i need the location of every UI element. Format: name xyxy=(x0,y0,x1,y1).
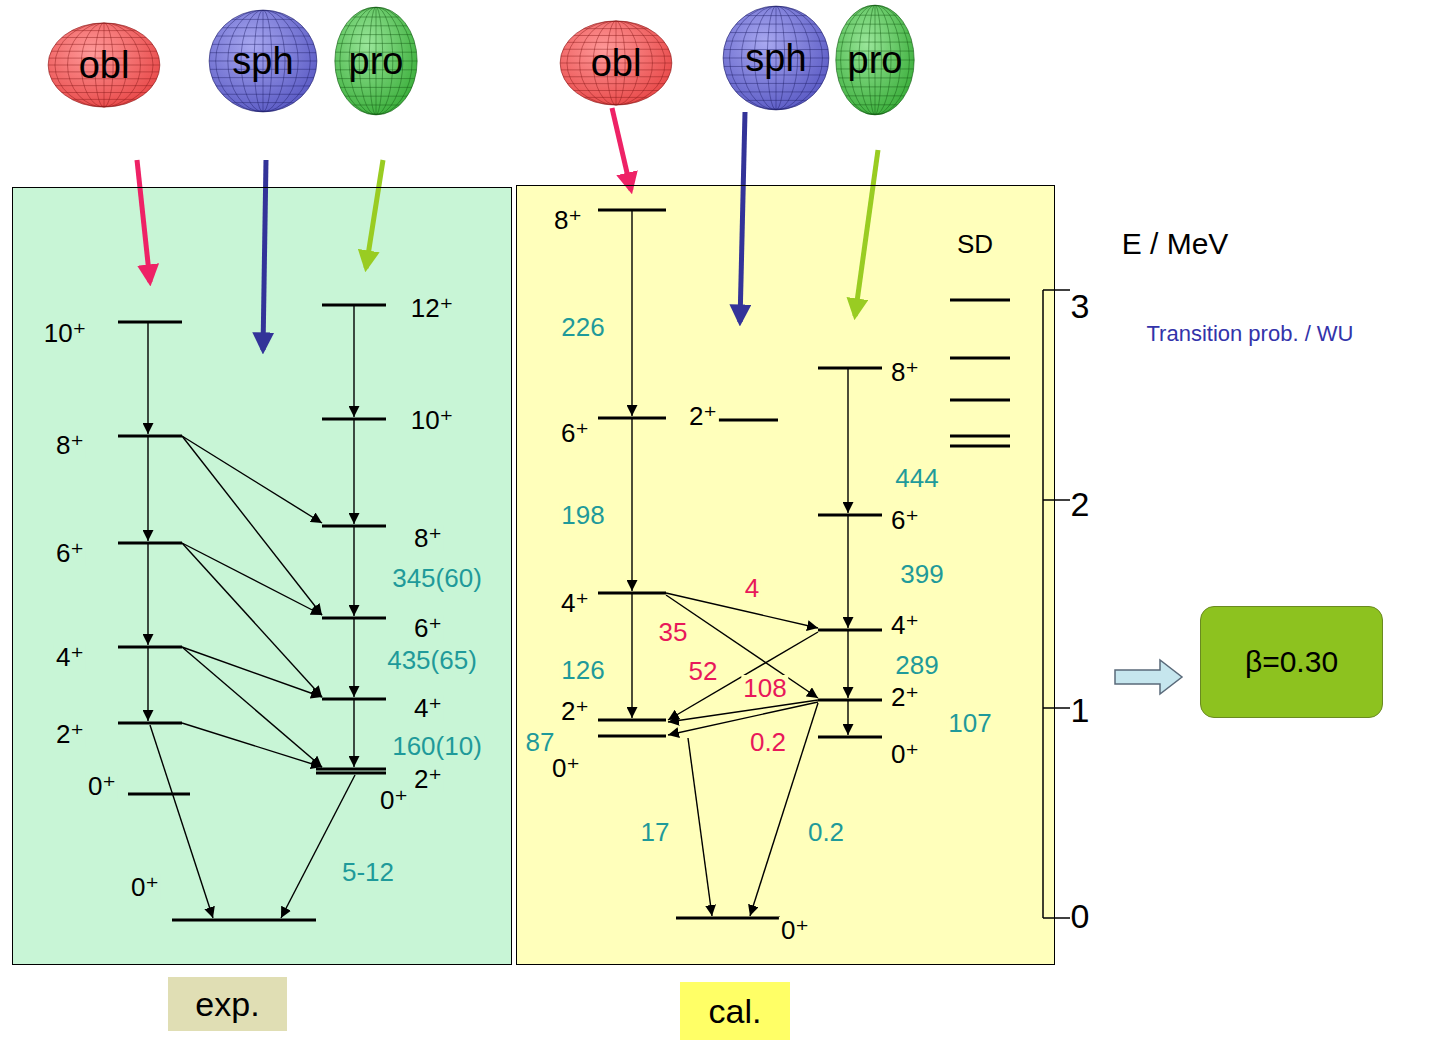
spin-label: 4⁺ xyxy=(559,590,591,616)
transition-value: 444 xyxy=(893,465,940,491)
transition-value: 0.2 xyxy=(748,729,788,755)
transition-arrows xyxy=(148,210,848,918)
spin-label: 4⁺ xyxy=(889,612,921,638)
spin-label: 8⁺ xyxy=(889,359,921,385)
spin-label: 2⁺ xyxy=(889,684,921,710)
spherical-shape: sph xyxy=(722,5,830,111)
spin-label: 2⁺ xyxy=(687,403,719,429)
spin-label: 2⁺ xyxy=(412,766,444,792)
shape-label: sph xyxy=(745,39,806,77)
spin-label: 0⁺ xyxy=(779,917,811,943)
transition-value: 160(10) xyxy=(390,733,484,759)
tag-box: cal. xyxy=(680,982,790,1040)
shape-arrow xyxy=(137,160,150,282)
box-label: β=0.30 xyxy=(1245,647,1338,677)
spin-label: 0⁺ xyxy=(550,755,582,781)
shape-arrow xyxy=(612,108,631,190)
calculation-panel: 8⁺ SD 226 8⁺ 2⁺ 6⁺ 444 198 6⁺ 399 4 4⁺ 4⁺ 35 126 52 289 1… xyxy=(516,185,1055,965)
shape-label: pro xyxy=(349,42,404,80)
transition-value: 108 xyxy=(741,675,788,701)
transition-value: 399 xyxy=(898,561,945,587)
level-lines xyxy=(118,210,1010,920)
box-label: cal. xyxy=(709,994,762,1028)
transition-value: 52 xyxy=(687,658,720,684)
axis-tick-label: 2 xyxy=(1071,487,1090,521)
transition-value: 107 xyxy=(946,710,993,736)
transition-value: 4 xyxy=(743,575,761,601)
experiment-panel: 10⁺ 12⁺ 10⁺ 8⁺ 8⁺ 6⁺ 345(60) 6⁺ 4⁺ 435(65) 4⁺ 2⁺ 160… xyxy=(12,187,512,965)
transition-value: 5-12 xyxy=(340,859,396,885)
spin-label: 6⁺ xyxy=(889,507,921,533)
spin-label: SD xyxy=(955,231,995,257)
shape-arrow xyxy=(855,150,878,316)
transition-value: 198 xyxy=(559,502,606,528)
transition-value: 87 xyxy=(524,729,557,755)
spin-label: 8⁺ xyxy=(412,525,444,551)
energy-axis xyxy=(1043,290,1070,918)
tag-box: exp. xyxy=(168,977,287,1031)
shape-label: pro xyxy=(848,41,903,79)
spin-label: 2⁺ xyxy=(54,721,86,747)
transition-value: 17 xyxy=(639,819,672,845)
spin-label: 0⁺ xyxy=(129,874,161,900)
spin-label: 4⁺ xyxy=(54,644,86,670)
transition-value: 226 xyxy=(559,314,606,340)
spin-label: 10⁺ xyxy=(409,407,456,433)
spin-label: 12⁺ xyxy=(409,295,456,321)
box-label: exp. xyxy=(195,987,259,1021)
spherical-shape: sph xyxy=(208,9,318,113)
transition-value: 35 xyxy=(657,619,690,645)
shape-arrow xyxy=(263,160,266,350)
spin-label: 0⁺ xyxy=(889,741,921,767)
unit-note: Transition prob. / WU xyxy=(1146,323,1353,345)
axis-tick-label: 0 xyxy=(1071,899,1090,933)
transition-value: 289 xyxy=(893,652,940,678)
oblate-shape: obl xyxy=(559,20,673,106)
spin-label: 6⁺ xyxy=(412,615,444,641)
spin-label: 6⁺ xyxy=(559,420,591,446)
shape-arrow xyxy=(366,160,383,268)
spin-label: 6⁺ xyxy=(54,540,86,566)
prolate-shape: pro xyxy=(334,6,418,116)
transition-value: 126 xyxy=(559,657,606,683)
spin-label: 0⁺ xyxy=(86,773,118,799)
transition-value: 435(65) xyxy=(385,647,479,673)
spin-label: 10⁺ xyxy=(42,320,89,346)
spin-label: 8⁺ xyxy=(54,432,86,458)
oblate-shape: obl xyxy=(47,22,161,108)
spin-label: 2⁺ xyxy=(559,698,591,724)
shape-label: obl xyxy=(79,46,130,84)
axis-tick-label: 1 xyxy=(1071,693,1090,727)
panel-fill xyxy=(516,185,1055,965)
block-arrow xyxy=(1115,660,1182,694)
axis-tick-label: 3 xyxy=(1071,289,1090,323)
spin-label: 0⁺ xyxy=(378,787,410,813)
prolate-shape: pro xyxy=(835,4,915,116)
spin-label: 4⁺ xyxy=(412,695,444,721)
spin-label: 8⁺ xyxy=(552,207,584,233)
shape-label: sph xyxy=(232,42,293,80)
shape-label: obl xyxy=(591,44,642,82)
shape-arrow xyxy=(740,112,745,322)
transition-value: 0.2 xyxy=(806,819,846,845)
axis-title: E / MeV xyxy=(1122,229,1229,259)
deformation-box: β=0.30 xyxy=(1200,606,1383,718)
transition-value: 345(60) xyxy=(390,565,484,591)
